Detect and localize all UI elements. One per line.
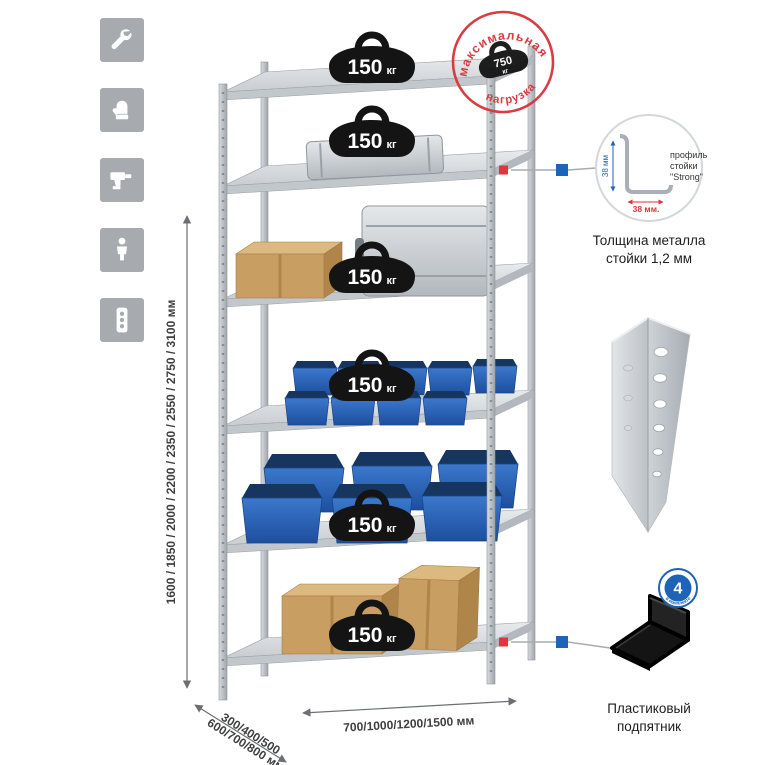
load-badge: 150 кг — [329, 599, 415, 651]
rack-post — [218, 83, 228, 701]
load-badges: 150 кг 150 кг 150 кг 150 кг 150 кг — [329, 31, 415, 651]
load-value: 150 — [347, 266, 382, 289]
profile-drawing — [619, 134, 673, 194]
width-dimension: 700/1000/1200/1500 мм — [302, 697, 517, 735]
included-count-value: 4 — [674, 581, 683, 598]
load-unit: кг — [386, 139, 397, 151]
callout-bottom — [499, 636, 611, 649]
gloves-icon — [100, 88, 144, 132]
load-value: 150 — [347, 514, 382, 537]
svg-text:300/400/500 600/700/80: 300/400/500 600/700/800 мм — [205, 705, 293, 765]
profile-dim-vertical: 38 мм — [601, 155, 610, 177]
person-icon — [100, 228, 144, 272]
rack-post — [260, 61, 269, 677]
drill-icon — [100, 158, 144, 202]
callout-marker-red — [499, 637, 508, 647]
height-dimension-label: 1600 / 1850 / 2000 / 2200 / 2350 / 2550 … — [164, 300, 178, 605]
load-badge: 150 кг — [329, 105, 415, 157]
included-count-badge: 4 в комплекте — [658, 568, 698, 608]
stamp-unit: кг — [502, 68, 510, 76]
depth-dimension: 300/400/500 600/700/800 мм — [194, 704, 293, 765]
load-unit: кг — [386, 633, 397, 645]
load-unit: кг — [386, 523, 397, 535]
rack-post — [486, 67, 496, 685]
load-badge: 150 кг — [329, 31, 415, 83]
load-unit: кг — [386, 65, 397, 77]
profile-caption: Толщина металла стойки 1,2 мм — [592, 233, 706, 266]
callout-top — [499, 164, 597, 176]
load-value: 150 — [347, 374, 382, 397]
max-load-stamp: максимальная нагрузка 750 кг — [447, 10, 555, 114]
load-value: 150 — [347, 624, 382, 647]
height-dimension: 1600 / 1850 / 2000 / 2200 / 2350 / 2550 … — [164, 215, 192, 689]
cardboard-box — [396, 565, 481, 652]
feature-icon-column — [100, 18, 144, 342]
callout-marker-red — [499, 165, 508, 175]
profile-label: профиль стойки "Strong" — [670, 150, 710, 182]
power-strip-icon — [100, 298, 144, 342]
callout-marker-blue — [556, 164, 568, 176]
load-value: 150 — [347, 56, 382, 79]
callout-marker-blue — [556, 636, 568, 648]
load-badge: 150 кг — [329, 349, 415, 401]
cardboard-box — [235, 241, 343, 299]
load-badge: 150 кг — [329, 241, 415, 293]
foot-caption: Пластиковый подпятник — [607, 701, 691, 734]
profile-dim-horizontal: 38 мм. — [633, 204, 660, 214]
load-unit: кг — [386, 383, 397, 395]
profile-callout: 38 мм 38 мм. профиль стойки "Strong" — [595, 114, 710, 222]
wrench-icon — [100, 18, 144, 62]
width-dimension-label: 700/1000/1200/1500 мм — [343, 713, 475, 734]
upright-profile-image — [611, 316, 691, 534]
rack-post — [527, 45, 536, 661]
stamp-value: 750 — [493, 54, 514, 70]
load-unit: кг — [386, 275, 397, 287]
load-badge: 150 кг — [329, 489, 415, 541]
load-value: 150 — [347, 130, 382, 153]
stamp-weight: 750 кг — [478, 41, 529, 79]
